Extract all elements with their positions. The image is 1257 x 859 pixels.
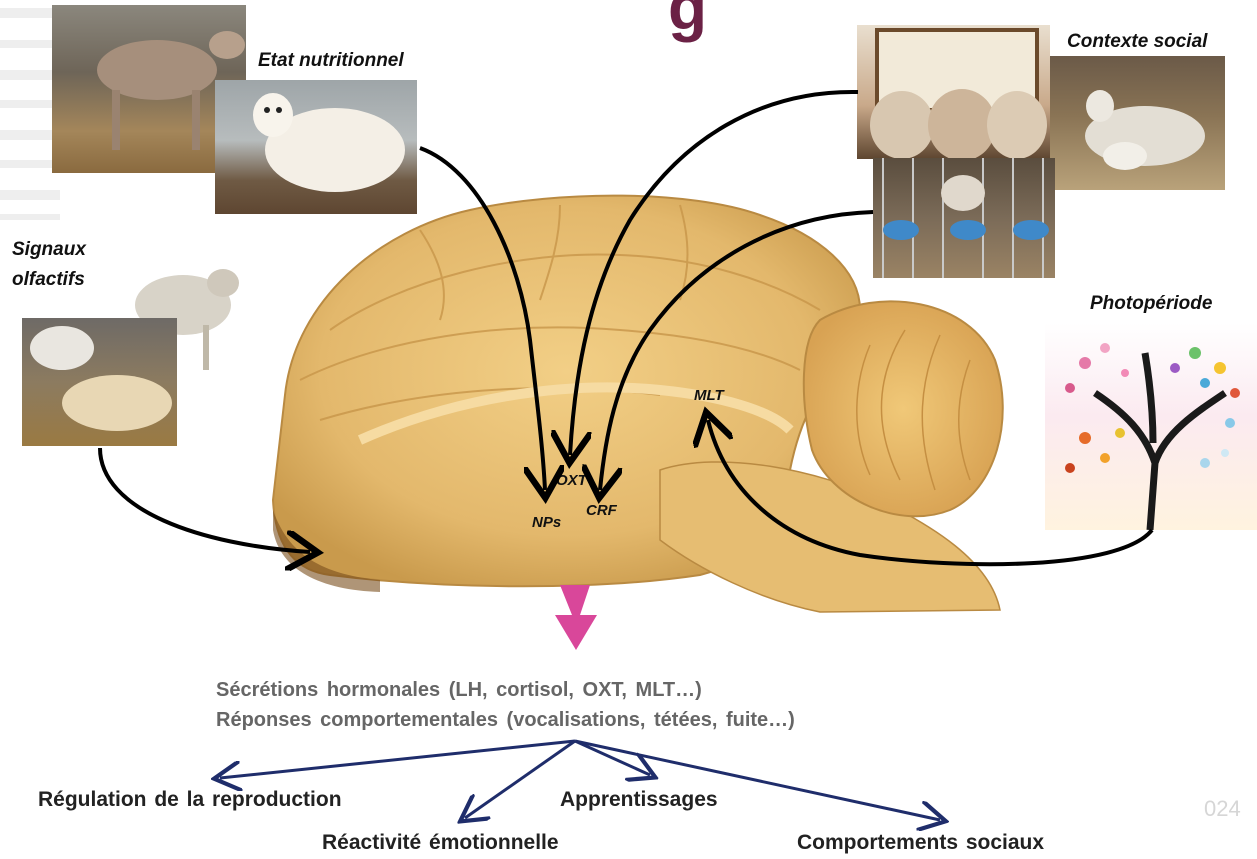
arrow-to-learning	[575, 741, 650, 775]
arrow-to-emotional	[465, 741, 575, 818]
output-hormonal-secretions: Sécrétions hormonales (LH, cortisol, OXT…	[216, 679, 702, 702]
output-reproduction: Régulation de la reproduction	[38, 788, 342, 812]
arrow-olfactory-to-bulb	[100, 448, 310, 552]
arrow-social-to-oxt	[570, 92, 858, 455]
output-emotional-reactivity: Réactivité émotionnelle	[322, 831, 559, 855]
output-learning: Apprentissages	[560, 788, 718, 812]
arrow-nutrition-to-nps	[420, 148, 545, 490]
slide-number: 024	[1204, 796, 1241, 822]
output-behavioral-responses: Réponses comportementales (vocalisations…	[216, 709, 795, 732]
output-social-behaviors: Comportements sociaux	[797, 831, 1044, 855]
arrow-social-to-crf	[600, 212, 873, 490]
arrow-to-reproduction	[220, 741, 575, 778]
arrow-pink-down	[555, 585, 597, 650]
arrow-photoperiod-to-mlt	[708, 420, 1152, 564]
